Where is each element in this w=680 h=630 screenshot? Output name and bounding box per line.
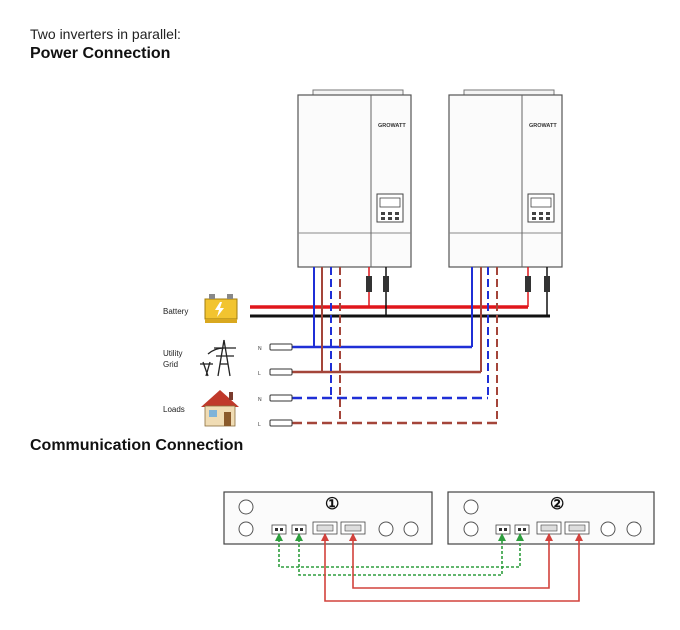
power-connection-title: Power Connection: [30, 45, 171, 62]
battery-label: Battery: [163, 307, 188, 316]
battery-cables: [250, 267, 550, 318]
inverter-2-brand-logo: GROWATT: [529, 123, 557, 129]
grid-l-tag: L: [258, 371, 261, 377]
comm-green-cables: [278, 534, 521, 576]
communication-connection-title: Communication Connection: [30, 437, 244, 454]
house-icon: [201, 390, 239, 427]
terminal-connectors: [269, 343, 293, 427]
grid-wiring: [292, 267, 482, 374]
load-n-tag: N: [258, 397, 262, 403]
comm-unit-2: [447, 491, 655, 545]
unit-1-number: ①: [325, 496, 339, 513]
comm-unit-1: [223, 491, 433, 545]
utility-label: Utility: [163, 349, 183, 358]
loads-label: Loads: [163, 405, 185, 414]
grid-label: Grid: [163, 360, 178, 369]
load-l-tag: L: [258, 422, 261, 428]
comm-red-cables: [324, 534, 580, 602]
battery-icon: [204, 294, 238, 323]
comm-red-arrows: [321, 533, 583, 541]
load-wiring: [292, 267, 498, 425]
inverter-1: GROWATT: [297, 89, 412, 268]
unit-2-number: ②: [550, 496, 564, 513]
comm-green-arrows: [275, 533, 524, 541]
grid-n-tag: N: [258, 346, 262, 352]
utility-grid-icon: [200, 339, 236, 377]
inverter-2: GROWATT: [448, 89, 563, 268]
subtitle: Two inverters in parallel:: [30, 26, 181, 42]
inverter-1-brand-logo: GROWATT: [378, 123, 406, 129]
